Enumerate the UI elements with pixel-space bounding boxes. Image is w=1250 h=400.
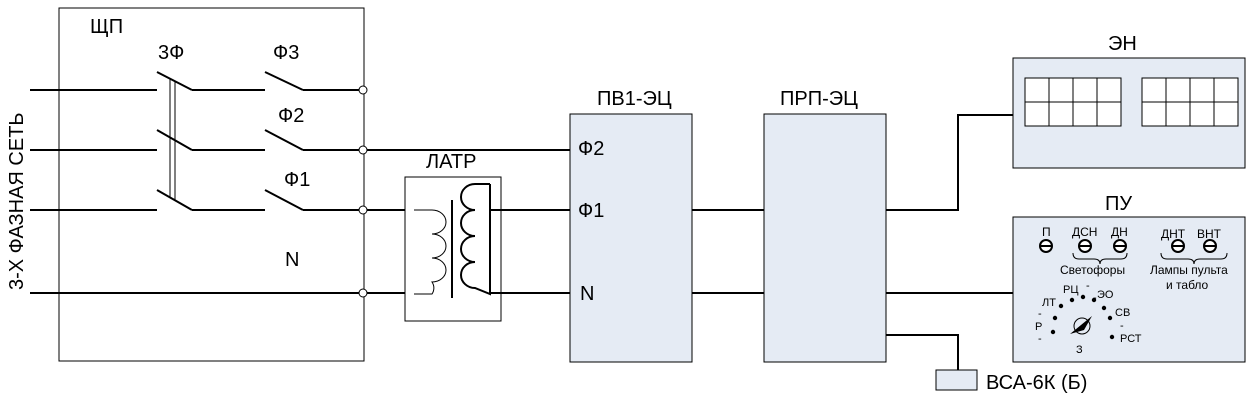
switch-f3-label: Ф3 <box>273 42 299 64</box>
vsa-block: ВСА-6К (Б) <box>935 369 1087 394</box>
panel-shchp-frame <box>58 7 365 362</box>
latr-secondary-coil <box>460 183 491 296</box>
wire-prp-en <box>886 114 1013 211</box>
dial-pos-dot <box>1080 294 1086 300</box>
brace-signals <box>1072 252 1128 265</box>
lamp-dn-label: ДН <box>1111 225 1128 239</box>
dial-sv-label: СВ <box>1115 307 1130 319</box>
en-label: ЭН <box>1108 33 1137 55</box>
prp-label: ПРП-ЭЦ <box>780 88 858 110</box>
dial-dash: - <box>1120 320 1124 332</box>
lamp-dnt-label: ДНТ <box>1161 227 1186 241</box>
switch-f1-blade <box>264 189 304 211</box>
panel-shchp-label: ЩП <box>90 16 123 38</box>
dial-knob-icon <box>1070 316 1092 335</box>
switch-3f-label: 3Ф <box>158 42 184 64</box>
dial-pos-dot <box>1058 303 1064 309</box>
lamp-p-label: П <box>1042 225 1051 239</box>
dial-pos-dot <box>1052 315 1058 321</box>
panel-neutral-label: N <box>285 249 299 271</box>
node-n <box>358 288 368 298</box>
pv1-frame <box>569 113 693 363</box>
pv1-f1-label: Ф1 <box>578 200 604 222</box>
dial-eo-label: ЭО <box>1097 289 1114 301</box>
lamp-dsn-label: ДСН <box>1072 225 1097 239</box>
lamp-vnt-label: ВНТ <box>1197 227 1222 241</box>
lamp-dsn-icon <box>1078 239 1092 253</box>
dial-pos-dot <box>1109 334 1115 340</box>
lamp-dn-icon <box>1113 239 1127 253</box>
latr-primary-coil <box>414 209 447 295</box>
switch-f1-label: Ф1 <box>284 169 310 191</box>
group-lamps-label-1: Лампы пульта <box>1150 263 1228 277</box>
brace-lamps <box>1160 252 1228 265</box>
dial-pos-dot <box>1050 329 1056 335</box>
node-f3 <box>358 85 368 95</box>
pv1-block: ПВ1-ЭЦ Ф2 Ф1 N <box>569 88 693 363</box>
panel-shchp: ЩП 3Ф Ф3 Ф2 Ф1 N <box>58 7 365 362</box>
pu-label: ПУ <box>1105 193 1132 215</box>
dial-dash: - <box>1038 308 1042 320</box>
en-indicator-left <box>1024 77 1122 127</box>
latr-block: ЛАТР <box>404 151 502 322</box>
dial-rts-label: РЦ <box>1063 284 1078 296</box>
wire-prp-vsa <box>886 334 959 370</box>
switch-f2-label: Ф2 <box>278 105 304 127</box>
en-indicator-right <box>1141 77 1239 127</box>
en-block: ЭН <box>1012 33 1246 169</box>
vsa-label: ВСА-6К (Б) <box>986 372 1087 394</box>
pv1-f2-label: Ф2 <box>578 138 604 160</box>
dial-z-label: З <box>1076 344 1083 356</box>
lamp-dnt-icon <box>1171 239 1185 253</box>
node-f2 <box>358 145 368 155</box>
node-f1 <box>358 205 368 215</box>
three-phase-network-label: 3-Х ФАЗНАЯ СЕТЬ <box>6 112 28 290</box>
dial-rst-label: РСТ <box>1120 333 1142 345</box>
prp-frame <box>763 113 887 363</box>
prp-block: ПРП-ЭЦ <box>763 88 887 363</box>
group-signals-label: Светофоры <box>1060 263 1125 277</box>
dial-dash: - <box>1093 292 1097 304</box>
dial-pos-dot <box>1091 297 1097 303</box>
pv1-n-label: N <box>580 283 594 305</box>
dial-pos-dot <box>1069 297 1075 303</box>
selector-dial: ЛТ РЦ ЭО СВ Р РСТ З - - - - - <box>1035 280 1142 356</box>
dial-dash: - <box>1086 280 1090 292</box>
group-lamps-label-2: и табло <box>1166 278 1209 292</box>
dial-lt-label: ЛТ <box>1042 297 1056 309</box>
pu-block: ПУ П ДСН ДН ДНТ ВНТ Светофоры Лампы пуль… <box>1012 193 1246 363</box>
pv1-label: ПВ1-ЭЦ <box>597 88 672 110</box>
dial-pos-dot <box>1107 315 1113 321</box>
latr-label: ЛАТР <box>426 151 476 173</box>
switch-f3-blade <box>264 71 304 91</box>
lamp-p-icon <box>1039 239 1053 253</box>
vsa-frame <box>935 369 978 391</box>
dial-dash: - <box>1038 333 1042 345</box>
lamp-vnt-icon <box>1203 239 1217 253</box>
dial-pos-dot <box>1101 305 1107 311</box>
switch-f2-blade <box>264 129 304 151</box>
dial-r-label: Р <box>1035 321 1042 333</box>
